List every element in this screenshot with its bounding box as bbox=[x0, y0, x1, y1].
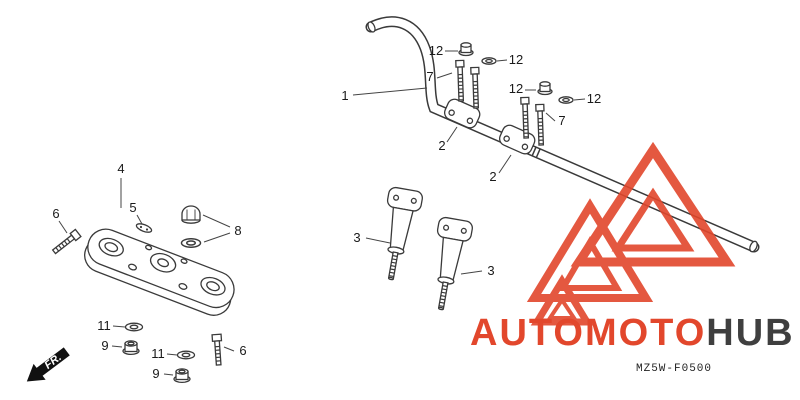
stem-nut-part-8 bbox=[181, 205, 201, 224]
watermark-triangle-large bbox=[570, 141, 736, 267]
callout-3a: 3 bbox=[353, 230, 360, 245]
fr-arrow-shape bbox=[26, 347, 70, 382]
watermark-text: AUTOMOTOHUB bbox=[470, 312, 795, 354]
callout-labels: 1 2 2 3 3 4 5 6 6 7 7 8 9 9 11 11 12 12 … bbox=[52, 43, 601, 381]
callout-6a: 6 bbox=[52, 206, 59, 221]
bar-end-left bbox=[367, 21, 376, 33]
top-bridge-part-4 bbox=[84, 228, 235, 316]
nut-part-9b bbox=[173, 368, 191, 384]
callout-8: 8 bbox=[234, 223, 241, 238]
callout-12c: 12 bbox=[509, 81, 523, 96]
nut-part-12c bbox=[537, 81, 553, 96]
watermark-triangle-small-inner bbox=[546, 296, 578, 320]
watermark-text-primary: AUTOMOTO bbox=[470, 312, 706, 354]
callout-2b: 2 bbox=[489, 169, 496, 184]
watermark-text-secondary: HUB bbox=[706, 312, 794, 354]
callout-1: 1 bbox=[341, 88, 348, 103]
nut-part-9a bbox=[122, 340, 140, 356]
watermark-triangle-large-inner bbox=[611, 187, 695, 252]
callout-3b: 3 bbox=[487, 263, 494, 278]
washer-part-11b bbox=[176, 350, 196, 360]
callout-4: 4 bbox=[117, 161, 124, 176]
callout-7b: 7 bbox=[558, 113, 565, 128]
callout-11a: 11 bbox=[97, 318, 111, 333]
watermark-triangle-small bbox=[530, 274, 594, 326]
diagram-code: MZ5W-F0500 bbox=[636, 363, 712, 375]
watermark-triangle-medium bbox=[526, 198, 654, 302]
knurl-band bbox=[519, 141, 543, 160]
callout-12a: 12 bbox=[429, 43, 443, 58]
callout-11b: 11 bbox=[151, 346, 165, 361]
callout-7a: 7 bbox=[426, 69, 433, 84]
watermark-logo bbox=[526, 141, 736, 326]
leader-lines bbox=[58, 50, 586, 376]
callout-2a: 2 bbox=[438, 138, 445, 153]
callout-5: 5 bbox=[129, 200, 136, 215]
callout-9b: 9 bbox=[152, 366, 159, 381]
callout-6b: 6 bbox=[239, 343, 246, 358]
watermark-triangle-medium-inner bbox=[557, 236, 623, 291]
callout-9a: 9 bbox=[101, 338, 108, 353]
nut-part-12a bbox=[458, 42, 474, 57]
washer-part-12d bbox=[558, 96, 574, 104]
bar-end-right bbox=[749, 240, 758, 253]
washer-part-12b bbox=[481, 57, 497, 65]
callout-12b: 12 bbox=[509, 52, 523, 67]
stem-washer-part-8 bbox=[180, 238, 202, 248]
callout-12d: 12 bbox=[587, 91, 601, 106]
washer-part-11a bbox=[124, 322, 144, 332]
setting-plate-part-5 bbox=[135, 223, 153, 233]
